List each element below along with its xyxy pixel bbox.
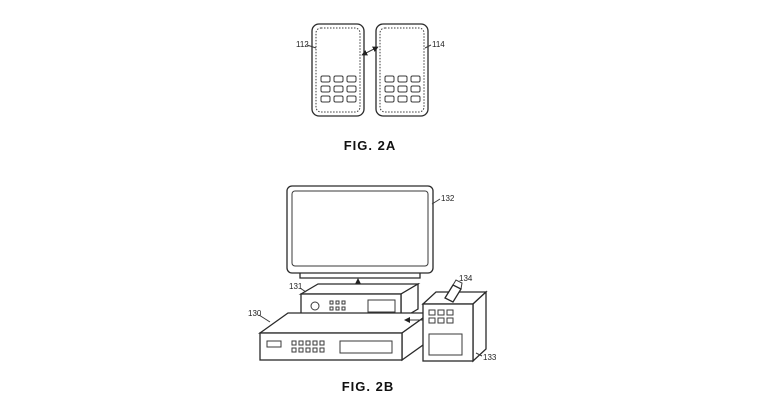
ref-132: 132 — [441, 194, 455, 203]
phone-112-keypad — [321, 76, 356, 102]
caption-fig-2b: FIG. 2B — [342, 379, 395, 394]
fig-2b: 132 131 — [248, 186, 497, 394]
phone-link-arrow — [364, 48, 376, 54]
phone-114-keypad — [385, 76, 420, 102]
display-132 — [287, 186, 433, 278]
ref-134: 134 — [459, 274, 473, 283]
ref-131: 131 — [289, 282, 303, 291]
caption-fig-2a: FIG. 2A — [344, 138, 397, 153]
phone-114 — [376, 24, 428, 116]
tower-133 — [423, 292, 486, 361]
ref-114: 114 — [432, 40, 445, 49]
ref-112: 112 — [296, 40, 309, 49]
phone-112 — [312, 24, 364, 116]
fig-2a: 112 114 FIG. 2A — [296, 24, 445, 153]
ref-133: 133 — [483, 353, 497, 362]
ref-130: 130 — [248, 309, 262, 318]
console-130 — [260, 313, 430, 360]
